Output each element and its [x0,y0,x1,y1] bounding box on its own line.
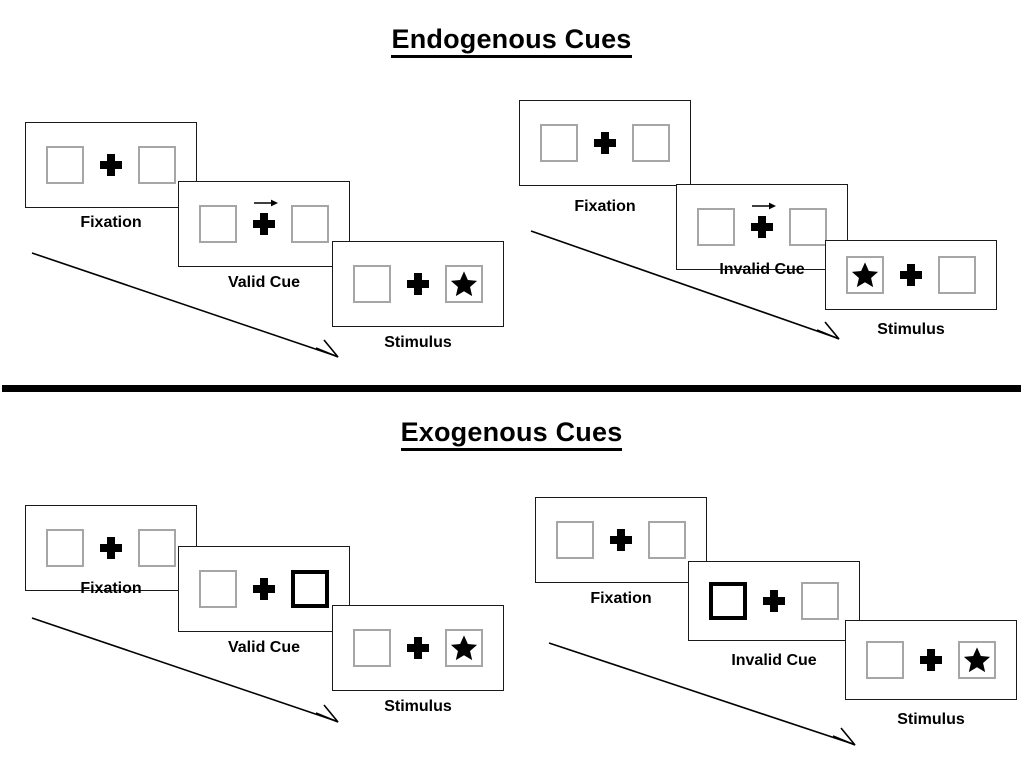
frame-exogenous-valid-fixation [25,505,197,591]
right-arrow-icon [752,202,776,210]
frame-exogenous-invalid-fixation [535,497,707,583]
plus-cross-icon [610,529,632,551]
plus-cross-icon [100,537,122,559]
caption-endogenous-valid-fixation: Fixation [80,214,142,231]
placeholder-box-right [648,521,686,559]
caption-exogenous-invalid-fixation: Fixation [590,590,652,607]
caption-endogenous-valid-cue: Valid Cue [227,274,301,291]
frame-endogenous-invalid-stimulus [825,240,997,310]
caption-endogenous-invalid-stimulus: Stimulus [877,321,945,338]
placeholder-box-right [291,205,329,243]
frame-content [520,101,690,185]
target-box-right [445,265,483,303]
plus-cross-icon [253,199,278,235]
star-icon [450,271,478,297]
plus-cross-icon [100,154,122,176]
right-arrow-icon [254,199,278,207]
frame-content [677,185,847,269]
frame-content [26,123,196,207]
placeholder-box-right [801,582,839,620]
plus-cross-icon [751,202,776,238]
placeholder-box-right [138,529,176,567]
caption-exogenous-valid-fixation: Fixation [80,580,142,597]
plus-cross-icon [900,264,922,286]
time-flow-arrow-icon [530,230,840,340]
caption-exogenous-invalid-cue: Invalid Cue [731,652,817,669]
target-box-right [445,629,483,667]
frame-endogenous-invalid-fixation [519,100,691,186]
caption-endogenous-invalid-cue: Invalid Cue [719,261,805,278]
caption-endogenous-valid-stimulus: Stimulus [384,334,452,351]
star-icon [963,647,991,673]
frame-content [536,498,706,582]
cue-box-right [291,570,329,608]
placeholder-box-left [46,146,84,184]
frame-endogenous-valid-fixation [25,122,197,208]
section-title-exogenous-text: Exogenous Cues [400,417,623,451]
frame-exogenous-invalid-stimulus [845,620,1017,700]
placeholder-box-left [353,629,391,667]
plus-cross-icon [920,649,942,671]
plus-cross-icon [407,637,429,659]
plus-cross-icon [253,578,275,600]
placeholder-box-right [138,146,176,184]
placeholder-box-left [199,570,237,608]
time-flow-arrow-icon [548,642,856,746]
target-box-right [958,641,996,679]
time-flow-arrow-icon [31,252,339,358]
placeholder-box-left [199,205,237,243]
placeholder-box-right [632,124,670,162]
placeholder-box-left [46,529,84,567]
section-title-endogenous-text: Endogenous Cues [391,24,632,58]
placeholder-box-right [789,208,827,246]
placeholder-box-left [556,521,594,559]
frame-content [179,182,349,266]
placeholder-box-left [866,641,904,679]
placeholder-box-left [697,208,735,246]
frame-content [846,621,1016,699]
frame-content [179,547,349,631]
star-icon [450,635,478,661]
frame-exogenous-invalid-cue [688,561,860,641]
frame-exogenous-valid-stimulus [332,605,504,691]
time-flow-arrow-icon [31,617,339,723]
frame-endogenous-invalid-cue [676,184,848,270]
plus-cross-icon [407,273,429,295]
placeholder-box-right [938,256,976,294]
placeholder-box-left [353,265,391,303]
cue-box-left [709,582,747,620]
caption-exogenous-valid-cue: Valid Cue [227,639,301,656]
plus-cross-icon [594,132,616,154]
frame-endogenous-valid-stimulus [332,241,504,327]
section-title-exogenous: Exogenous Cues [0,417,1023,451]
plus-cross-icon [763,590,785,612]
caption-exogenous-valid-stimulus: Stimulus [384,698,452,715]
section-divider [2,385,1021,392]
star-icon [851,262,879,288]
frame-content [26,506,196,590]
frame-endogenous-valid-cue [178,181,350,267]
placeholder-box-left [540,124,578,162]
frame-content [333,242,503,326]
target-box-left [846,256,884,294]
frame-content [689,562,859,640]
caption-endogenous-invalid-fixation: Fixation [574,198,636,215]
frame-content [826,241,996,309]
section-title-endogenous: Endogenous Cues [0,24,1023,58]
caption-exogenous-invalid-stimulus: Stimulus [897,711,965,728]
frame-exogenous-valid-cue [178,546,350,632]
frame-content [333,606,503,690]
